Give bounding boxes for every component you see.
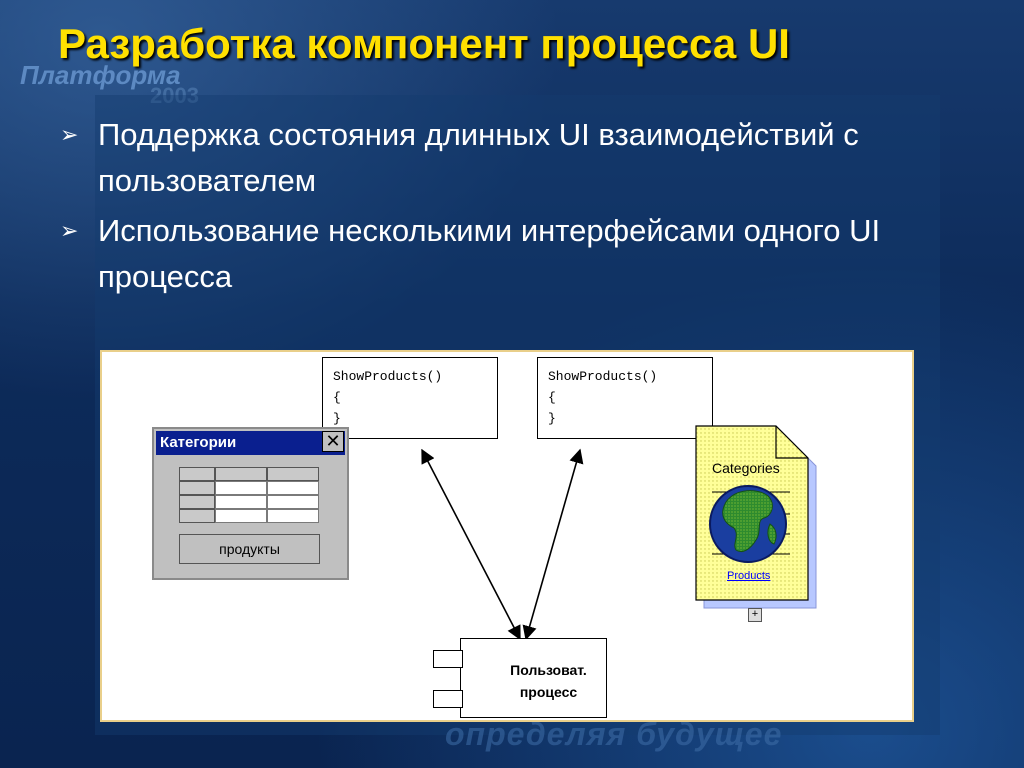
- ui-process-component: Пользоват. процесс: [460, 638, 607, 718]
- add-badge: +: [748, 608, 762, 622]
- code-box-left: ShowProducts() { }: [322, 357, 498, 439]
- component-port: [433, 650, 463, 668]
- grid-cell[interactable]: [267, 481, 319, 495]
- code-box-right: ShowProducts() { }: [537, 357, 713, 439]
- bullet-item: ➢ Поддержка состояния длинных UI взаимод…: [60, 112, 960, 204]
- grid-corner: [179, 467, 215, 481]
- arrow-bullet-icon: ➢: [60, 218, 79, 243]
- bullet-text: Использование несколькими интерфейсами о…: [98, 213, 881, 294]
- categories-window: Категории ✕ продукты: [152, 427, 349, 580]
- grid-column-header: [267, 467, 319, 481]
- globe-land: [722, 490, 773, 553]
- process-label-line: процесс: [519, 684, 578, 700]
- bullet-item: ➢ Использование несколькими интерфейсами…: [60, 208, 960, 300]
- products-link[interactable]: Products: [727, 570, 771, 582]
- grid-cell[interactable]: [267, 495, 319, 509]
- connector-arrows: [421, 448, 584, 641]
- process-label: Пользоват. процесс: [491, 659, 606, 703]
- architecture-diagram: ShowProducts() { } ShowProducts() { } Ка…: [100, 350, 914, 722]
- document-fold: [775, 426, 808, 459]
- products-button[interactable]: продукты: [179, 534, 320, 564]
- arrow-right: [522, 448, 584, 641]
- arrow-left: [421, 448, 521, 641]
- web-document: [695, 425, 817, 609]
- grid-cell[interactable]: [215, 481, 267, 495]
- platform-logo: Платформа: [20, 60, 181, 90]
- bullet-list: ➢ Поддержка состояния длинных UI взаимод…: [60, 112, 960, 304]
- slide-title: Разработка компонент процесса UI: [58, 20, 790, 67]
- grid-column-header: [215, 467, 267, 481]
- code-line: }: [333, 411, 341, 426]
- code-line: {: [333, 390, 341, 405]
- grid-cell[interactable]: [267, 509, 319, 523]
- close-icon[interactable]: ✕: [322, 431, 344, 452]
- categories-heading: Categories: [712, 460, 780, 476]
- grid-row-header: [179, 495, 215, 509]
- code-line: {: [548, 390, 556, 405]
- window-title: Категории: [156, 431, 345, 455]
- arrow-bullet-icon: ➢: [60, 122, 79, 147]
- component-port: [433, 690, 463, 708]
- grid-cell[interactable]: [215, 509, 267, 523]
- code-line: }: [548, 411, 556, 426]
- slogan: определяя будущее: [445, 716, 783, 752]
- code-line: ShowProducts(): [333, 369, 443, 384]
- grid-cell[interactable]: [215, 495, 267, 509]
- process-label-line: Пользоват.: [510, 662, 587, 678]
- code-line: ShowProducts(): [548, 369, 658, 384]
- grid-row-header: [179, 509, 215, 523]
- grid-row-header: [179, 481, 215, 495]
- bullet-text: Поддержка состояния длинных UI взаимодей…: [98, 117, 859, 198]
- platform-logo-year: 2003: [150, 83, 199, 108]
